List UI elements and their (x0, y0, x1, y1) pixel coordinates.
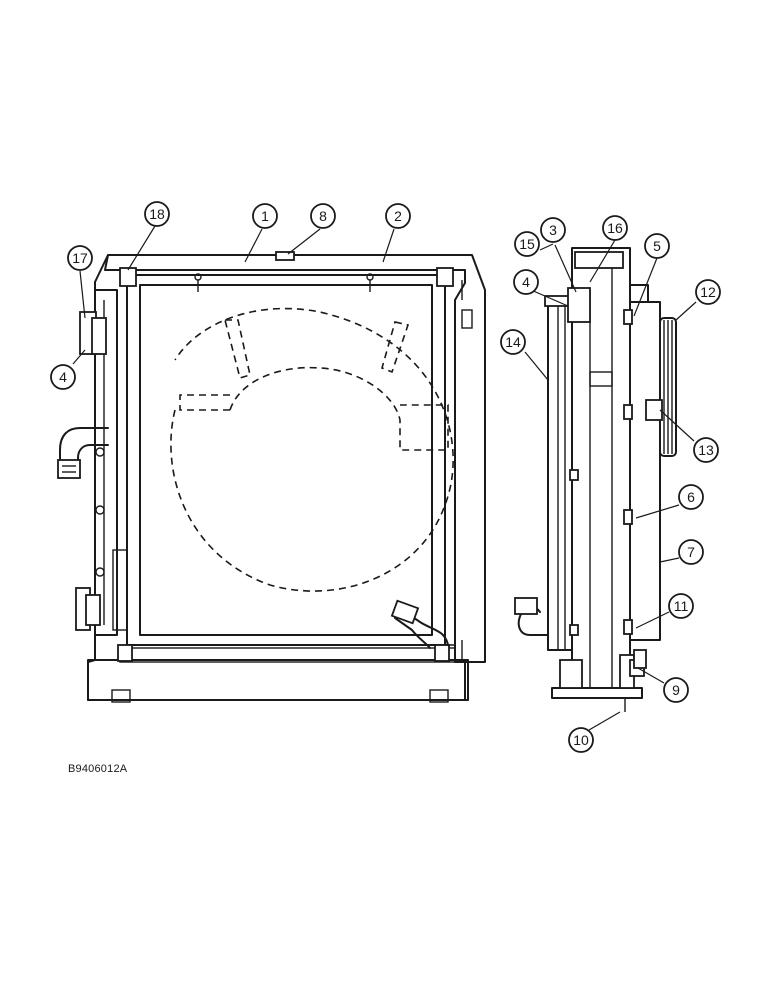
callout-3: 3 (540, 217, 566, 243)
radiator-core-outer (126, 274, 446, 646)
figure-code: B9406012A (68, 763, 128, 775)
callout-14: 14 (500, 329, 526, 355)
callout-10: 10 (568, 727, 594, 753)
callout-11: 11 (668, 593, 694, 619)
inner-strip (112, 549, 128, 631)
base-foot-right (429, 689, 449, 703)
side-base (551, 687, 643, 699)
callout-label: 10 (573, 732, 589, 748)
pulley (645, 317, 677, 457)
callout-4: 4 (513, 269, 539, 295)
upper-hose (59, 427, 109, 463)
hinge-bracket (91, 317, 107, 355)
leader-lines (72, 225, 697, 731)
callout-label: 13 (698, 442, 714, 458)
base-plate (87, 659, 469, 701)
callout-6: 6 (678, 484, 704, 510)
side-view (514, 247, 677, 712)
callout-1: 1 (252, 203, 278, 229)
front-view (57, 251, 486, 703)
callout-label: 11 (674, 598, 689, 614)
callout-18: 18 (144, 201, 170, 227)
callout-label: 17 (72, 250, 88, 266)
callout-13: 13 (693, 437, 719, 463)
callout-2: 2 (385, 203, 411, 229)
callout-label: 4 (59, 369, 67, 385)
hose-end (57, 459, 81, 479)
outer-frame (87, 254, 466, 701)
side-core (547, 299, 573, 651)
callout-label: 14 (505, 334, 521, 350)
lower-outlet (394, 606, 449, 649)
callout-4: 4 (50, 364, 76, 390)
callout-label: 4 (522, 274, 530, 290)
callout-label: 6 (687, 489, 695, 505)
callout-8: 8 (310, 203, 336, 229)
callout-label: 12 (700, 284, 716, 300)
callout-label: 3 (549, 222, 557, 238)
corner-block (119, 267, 137, 287)
radiator-core (139, 284, 433, 636)
callout-16: 16 (602, 215, 628, 241)
callout-label: 9 (672, 682, 680, 698)
callout-label: 15 (519, 236, 535, 252)
callout-label: 16 (607, 220, 623, 236)
corner-block (117, 644, 133, 662)
callout-12: 12 (695, 279, 721, 305)
fan-shroud (629, 301, 661, 641)
callout-9: 9 (663, 677, 689, 703)
callout-label: 7 (687, 544, 695, 560)
callout-5: 5 (644, 233, 670, 259)
callout-label: 8 (319, 208, 327, 224)
top-shroud (104, 254, 486, 663)
filler-cap (275, 251, 295, 261)
callout-15: 15 (514, 231, 540, 257)
base-foot-left (111, 689, 131, 703)
fan-dashed-outline (170, 307, 454, 592)
callout-label: 2 (394, 208, 402, 224)
column-cap (574, 251, 624, 269)
corner-block (434, 644, 450, 662)
corner-block (436, 267, 454, 287)
callout-label: 1 (261, 208, 269, 224)
side-hose-end (514, 597, 538, 615)
callout-7: 7 (678, 539, 704, 565)
callout-label: 5 (653, 238, 661, 254)
left-tank (94, 289, 118, 636)
callout-label: 18 (149, 206, 165, 222)
callout-17: 17 (67, 245, 93, 271)
